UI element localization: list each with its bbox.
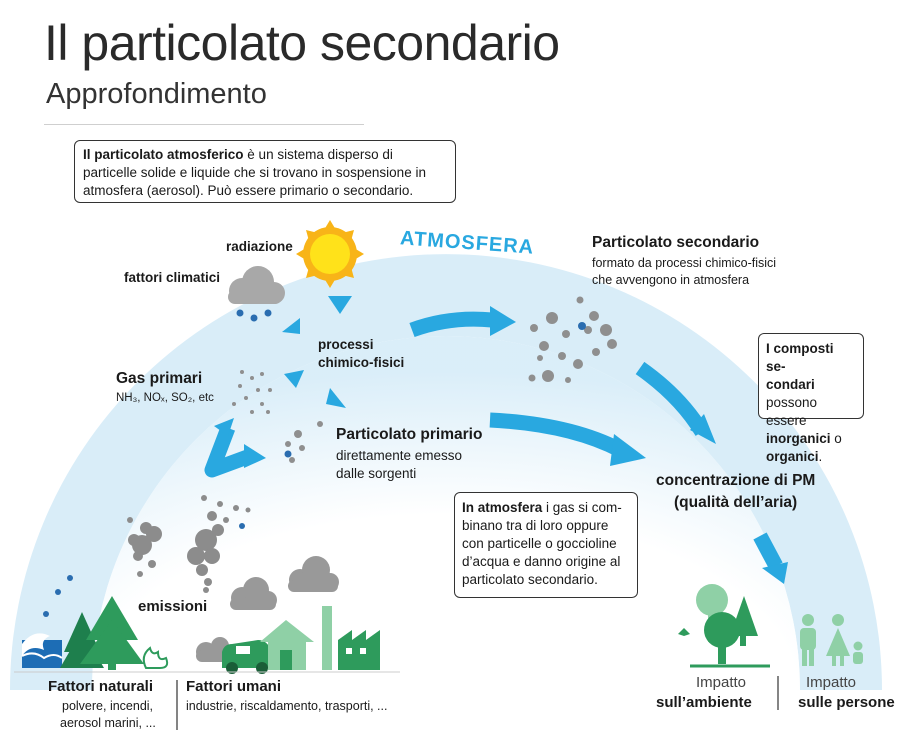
compounds-text-6: organici	[766, 449, 819, 464]
primary-particles-icon	[284, 421, 323, 463]
concentration-line1: concentrazione di PM	[656, 472, 816, 489]
page-title: Il particolato secondario	[44, 15, 560, 71]
natural-factors-title: Fattori naturali	[48, 678, 154, 695]
emissions-label: emissioni	[138, 598, 208, 615]
radiation-label: radiazione	[226, 239, 293, 254]
compounds-text-5: o	[830, 431, 842, 446]
car-icon	[222, 640, 272, 674]
people-icon	[800, 614, 863, 666]
process-arrows	[282, 296, 352, 408]
house-icon	[260, 620, 314, 670]
title-divider	[44, 124, 364, 125]
compounds-text-4: inorganici	[766, 431, 831, 446]
air-box-text: i gas si com-binano tra di loro oppure c…	[462, 500, 622, 587]
flow-arrows	[204, 311, 783, 570]
compounds-text-1: I composti se-	[766, 341, 834, 374]
primary-pm-line1: direttamente emesso	[336, 448, 463, 463]
page-subtitle: Approfondimento	[46, 78, 267, 110]
secondary-particles-icon	[528, 296, 617, 383]
primary-pm-title: Particolato primario	[336, 426, 483, 443]
air-box-bold: In atmosfera	[462, 500, 543, 515]
primary-gas-title: Gas primari	[116, 370, 203, 387]
definition-bold: Il particolato atmosferico	[83, 147, 244, 162]
human-factors-line1: industrie, riscaldamento, trasporti, ...	[186, 699, 388, 713]
processes-label-2: chimico-fisici	[318, 355, 405, 370]
factory-icon	[322, 606, 380, 670]
atmosphere-arc	[10, 254, 882, 690]
blue-drops	[43, 575, 73, 617]
human-factors-title: Fattori umani	[186, 678, 282, 695]
compounds-text-7: .	[818, 449, 823, 464]
primary-gas-particles-icon	[232, 370, 272, 414]
pollution-cloud-icon	[196, 556, 339, 662]
emission-smoke-icon	[127, 495, 251, 593]
fire-icon	[142, 646, 169, 669]
trees-icon	[60, 596, 144, 670]
climatic-factors-label: fattori climatici	[124, 270, 221, 285]
impact-people-line1: Impatto	[806, 674, 857, 691]
processes-label-1: processi	[318, 337, 374, 352]
natural-factors-line1: polvere, incendi,	[62, 699, 154, 713]
impact-people-line2: sulle persone	[798, 694, 895, 711]
atmosphere-process-box: In atmosfera i gas si com-binano tra di …	[454, 492, 638, 598]
secondary-pm-line1: formato da processi chimico-fisici	[592, 256, 777, 270]
sun-icon	[296, 220, 364, 288]
impact-environment-line2: sull’ambiente	[656, 694, 752, 711]
definition-text: è un sistema disperso di particelle soli…	[83, 147, 426, 198]
compounds-box: I composti se-condari possono essere ino…	[758, 333, 864, 464]
concentration-line2: (qualità dell’aria)	[674, 494, 798, 511]
compounds-text-3: possono essere	[766, 395, 818, 428]
compounds-text-2: condari	[766, 377, 815, 392]
secondary-pm-title: Particolato secondario	[592, 234, 760, 251]
secondary-pm-line2: che avvengono in atmosfera	[592, 273, 750, 287]
primary-pm-line2: dalle sorgenti	[336, 466, 417, 481]
rain-cloud-icon	[228, 266, 285, 322]
impact-environment-line1: Impatto	[696, 674, 747, 691]
wave-icon	[21, 633, 63, 668]
natural-factors-line2: aerosol marini, ...	[60, 716, 156, 730]
primary-gas-formula: NH₃, NOₓ, SO₂, etc	[116, 392, 214, 404]
environment-trees-icon	[678, 584, 770, 668]
definition-box: Il particolato atmosferico è un sistema …	[74, 140, 456, 203]
